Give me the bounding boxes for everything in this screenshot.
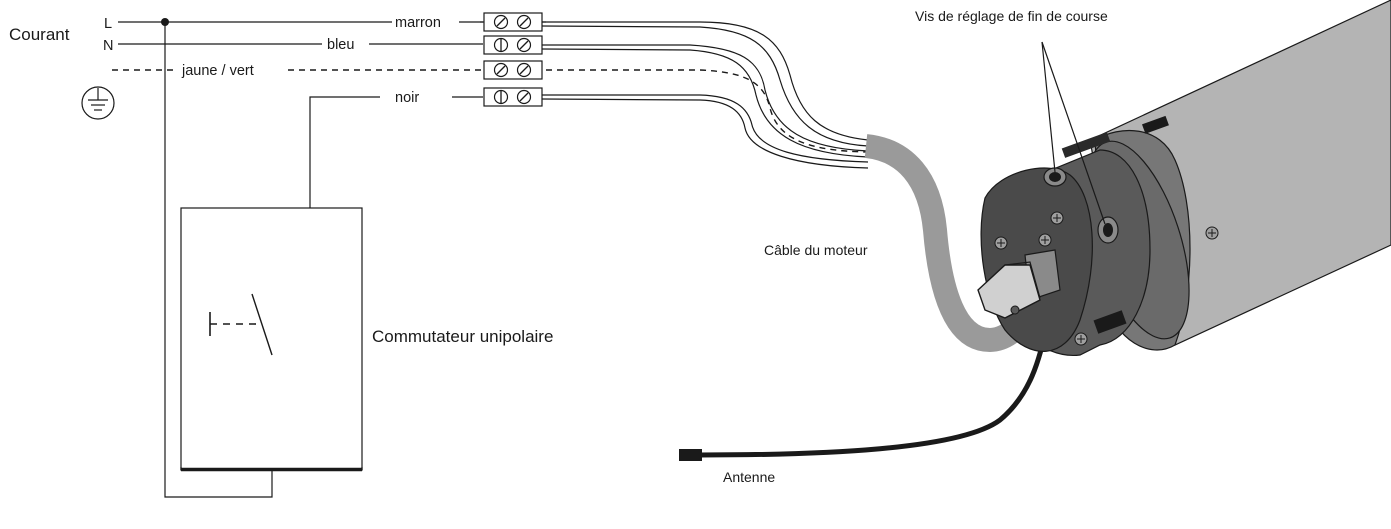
antenna-tip [679,449,702,461]
wire-label-yellow-green: jaune / vert [181,63,254,79]
single-pole-switch: Commutateur unipolaire [170,207,553,472]
motor-wires [541,21,869,169]
terminal-screw-icon [493,89,509,105]
limit-screws-label: Vis de réglage de fin de course [915,8,1108,24]
terminal-row [483,87,543,107]
terminal-screw-icon [493,62,509,78]
terminal-row [483,60,543,80]
terminal-block [480,12,546,107]
wire-label-black: noir [395,90,419,106]
terminal-screw-icon [493,37,509,53]
switch-box [180,207,363,471]
terminal-screw-icon [516,89,532,105]
switch-contact [251,293,273,356]
ground-icon [81,86,115,120]
cable-label: Câble du moteur [764,242,868,258]
phillips-screw-icon [994,236,1008,250]
terminal-screw-icon [516,37,532,53]
brown-wire [542,21,869,141]
wire-label-blue: bleu [327,37,354,53]
hex-screw-icon [1043,167,1067,187]
earth-wire-to-motor [546,69,869,153]
drive-shaft [977,249,1061,319]
terminal-screw-icon [493,14,509,30]
neutral-label: N [103,38,113,54]
terminal-row [480,12,546,32]
supply-section: Courant L N marron bleu jaune / vert noi… [9,15,483,498]
tubular-motor [977,0,1391,356]
phillips-screw-icon [1074,332,1088,346]
phillips-screw-icon [1038,233,1052,247]
supply-title: Courant [9,25,70,44]
hex-screw-icon [1097,216,1119,244]
antenna-label: Antenne [723,469,775,485]
terminal-row [483,35,543,55]
terminal-screw-icon [516,62,532,78]
antenna-wire [699,319,1051,458]
blue-wire [542,44,869,152]
switch-label: Commutateur unipolaire [372,327,553,346]
phillips-screw-icon [1205,226,1219,240]
terminal-screw-icon [516,14,532,30]
black-wire [542,94,869,163]
callout-line [1041,41,1056,173]
callout-line [1041,41,1106,225]
phillips-screw-icon [1050,211,1064,225]
phase-label: L [104,16,112,32]
wire-label-brown: marron [395,15,441,31]
